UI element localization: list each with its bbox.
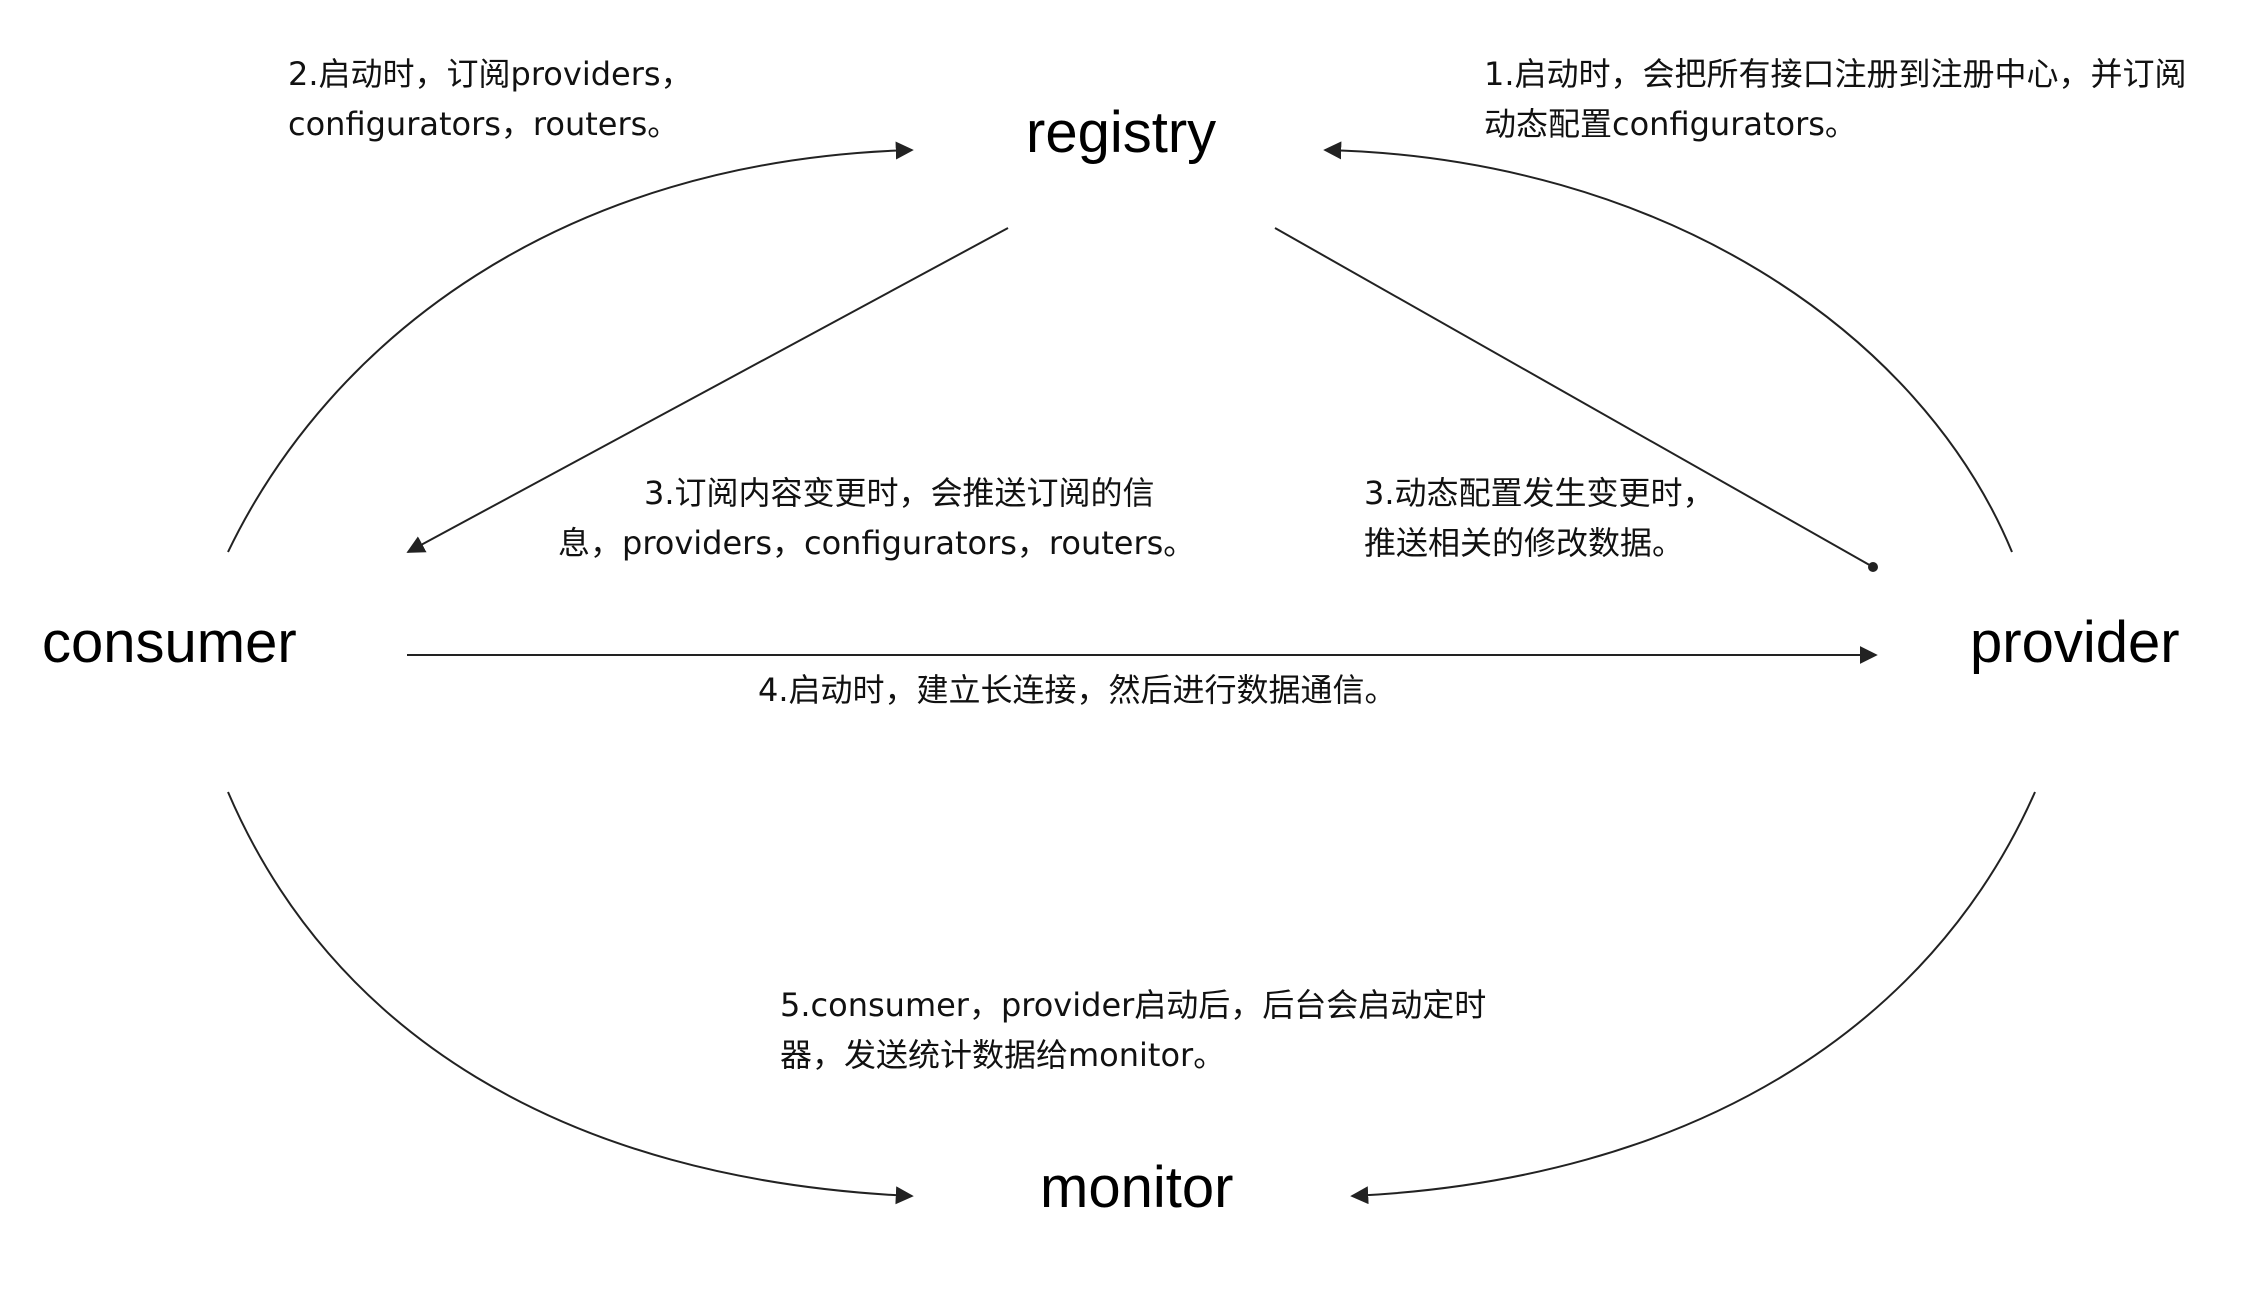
- note-long-connection: 4.启动时，建立长连接，然后进行数据通信。: [758, 665, 1397, 715]
- note-provider-register-line1: 1.启动时，会把所有接口注册到注册中心，并订阅: [1484, 55, 2187, 93]
- note-monitor-stats: 5.consumer，provider启动后，后台会启动定时 器，发送统计数据给…: [780, 980, 1486, 1080]
- note-registry-push-consumer-line2: 息，providers，configurators，routers。: [558, 524, 1196, 562]
- note-long-connection-line1: 4.启动时，建立长连接，然后进行数据通信。: [758, 671, 1397, 709]
- edge-consumer-to-registry: [227, 141, 914, 553]
- node-monitor: monitor: [1040, 1155, 1234, 1220]
- note-consumer-subscribe: 2.启动时，订阅providers， configurators，routers…: [288, 49, 693, 149]
- edge-provider-to-monitor: [1350, 791, 2036, 1205]
- note-monitor-stats-line2: 器，发送统计数据给monitor。: [780, 1036, 1226, 1074]
- note-consumer-subscribe-line2: configurators，routers。: [288, 105, 680, 143]
- note-monitor-stats-line1: 5.consumer，provider启动后，后台会启动定时: [780, 986, 1487, 1024]
- node-provider: provider: [1970, 610, 2180, 675]
- edge-registry-to-provider-endpoint: [1868, 562, 1878, 572]
- note-registry-push-provider: 3.动态配置发生变更时， 推送相关的修改数据。: [1364, 468, 1715, 568]
- edge-consumer-to-monitor: [227, 791, 914, 1205]
- edge-registry-to-provider: [1274, 227, 1874, 568]
- edge-registry-to-consumer: [406, 227, 1009, 553]
- node-consumer: consumer: [42, 610, 297, 675]
- edge-provider-to-registry: [1323, 141, 2013, 553]
- note-registry-push-consumer: 3.订阅内容变更时，会推送订阅的信 息，providers，configurat…: [558, 468, 1195, 568]
- note-consumer-subscribe-line1: 2.启动时，订阅providers，: [288, 55, 693, 93]
- node-registry: registry: [1026, 100, 1217, 165]
- note-registry-push-provider-line1: 3.动态配置发生变更时，: [1364, 474, 1715, 512]
- note-registry-push-provider-line2: 推送相关的修改数据。: [1364, 524, 1685, 562]
- note-provider-register: 1.启动时，会把所有接口注册到注册中心，并订阅 动态配置configurator…: [1484, 49, 2187, 149]
- note-registry-push-consumer-line1: 3.订阅内容变更时，会推送订阅的信: [644, 474, 1155, 512]
- note-provider-register-line2: 动态配置configurators。: [1484, 105, 1857, 143]
